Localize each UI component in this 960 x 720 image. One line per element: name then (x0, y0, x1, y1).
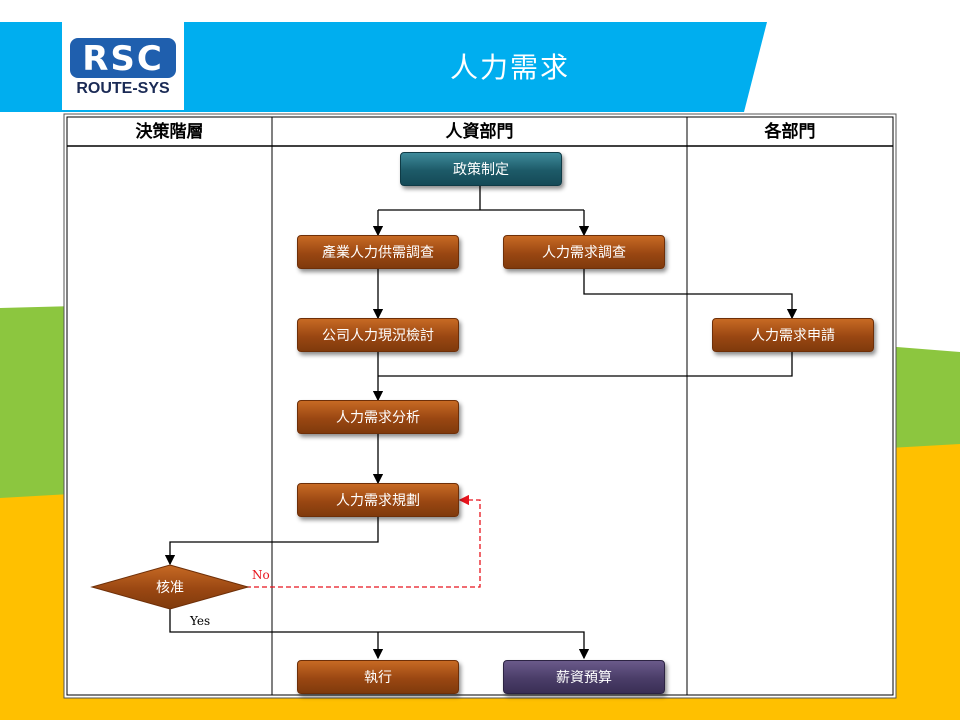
node-dept-request: 人力需求申請 (712, 318, 874, 352)
node-planning: 人力需求規劃 (297, 483, 459, 517)
rsc-logo-icon: RSC (70, 38, 176, 79)
node-industry-survey: 產業人力供需調查 (297, 235, 459, 269)
logo-text: ROUTE-SYS (76, 80, 170, 97)
approve-diamond (90, 564, 250, 610)
node-analysis: 人力需求分析 (297, 400, 459, 434)
lane-header-departments: 各部門 (764, 122, 816, 142)
node-budget: 薪資預算 (503, 660, 665, 694)
logo: RSC ROUTE-SYS (62, 22, 184, 110)
node-execute: 執行 (297, 660, 459, 694)
no-connector (246, 494, 481, 588)
node-approve-label: 核准 (156, 580, 184, 596)
connector (169, 608, 590, 660)
node-policy: 政策制定 (400, 152, 562, 186)
no-label: No (252, 568, 270, 582)
header-bar (0, 22, 767, 112)
connector (378, 184, 584, 235)
lane-header-hr: 人資部門 (445, 122, 514, 142)
connector (583, 267, 798, 320)
page-title: 人力需求 (449, 51, 570, 84)
lane-header-decision: 決策階層 (135, 122, 204, 142)
node-demand-survey: 人力需求調查 (503, 235, 665, 269)
svg-text:RSC: RSC (82, 39, 164, 79)
yes-label: Yes (190, 614, 211, 628)
node-company-review: 公司人力現況檢討 (297, 318, 459, 352)
connector (378, 350, 793, 377)
diagram-panel (63, 113, 897, 699)
connector (164, 516, 379, 566)
